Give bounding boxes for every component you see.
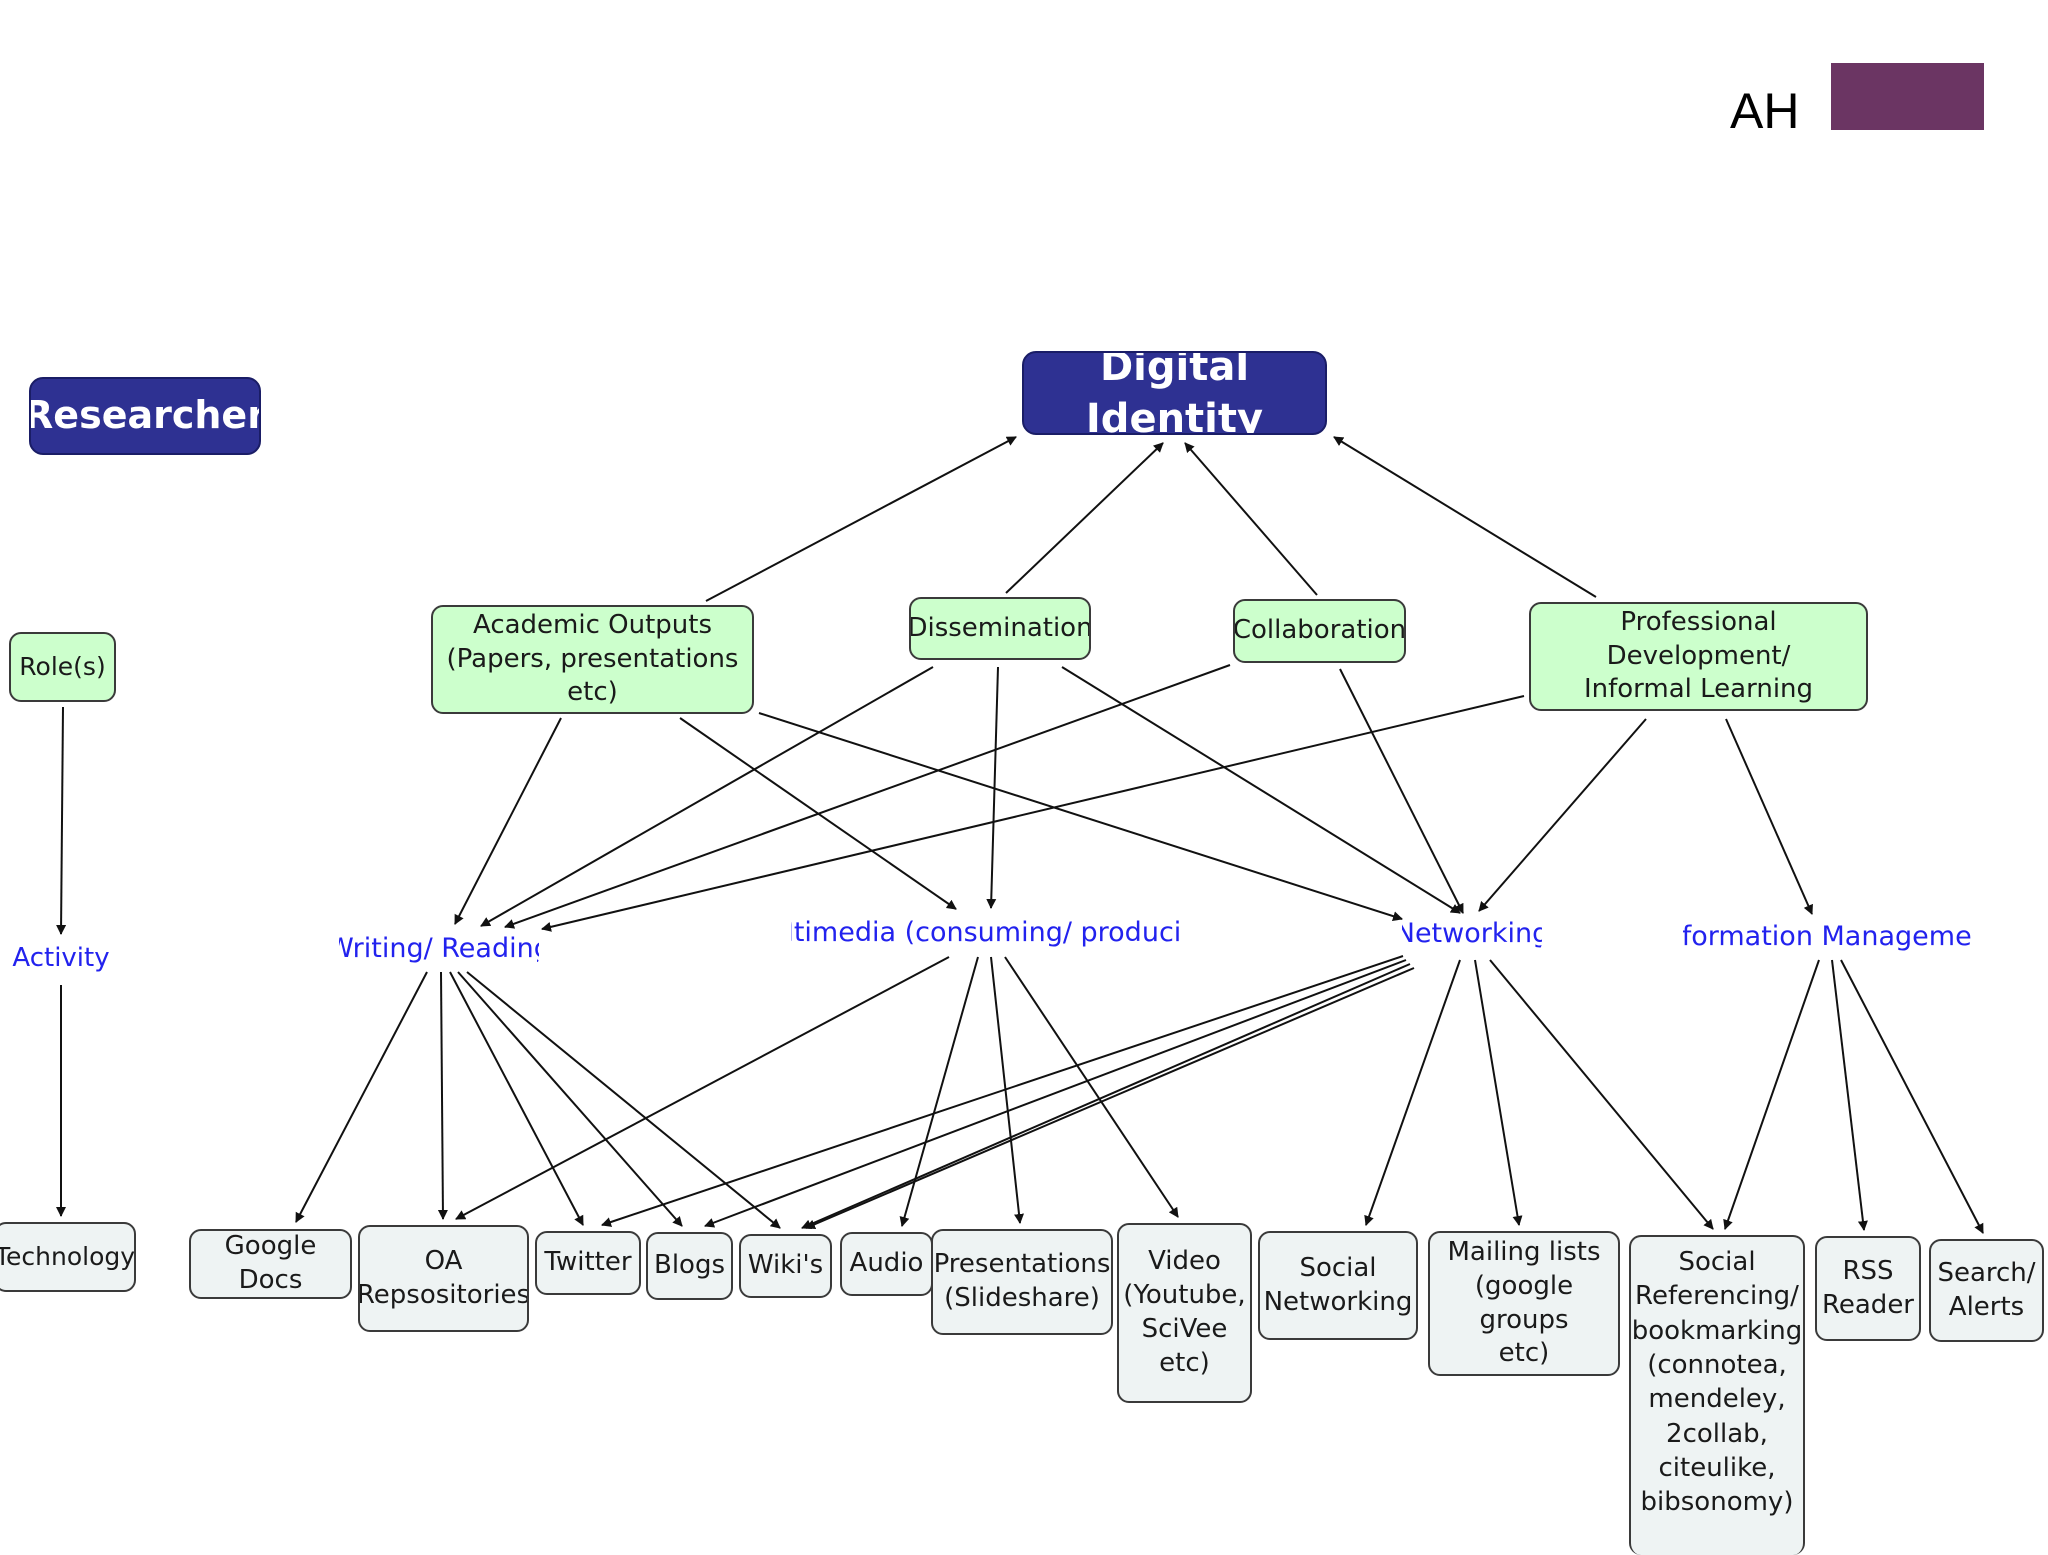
tech-google-docs: Google Docs <box>189 1229 352 1299</box>
legend-technology: Technology <box>0 1222 136 1292</box>
link-multimedia-to-audio <box>899 956 979 1227</box>
tech-blogs: Blogs <box>646 1232 733 1300</box>
tech-mailing-lists: Mailing lists (google groups etc) <box>1428 1231 1620 1376</box>
role-collaboration: Collaboration <box>1233 599 1406 663</box>
role-dissemination: Dissemination <box>909 597 1091 660</box>
link-collaboration-to-writing <box>504 664 1231 929</box>
legend-roles: Role(s) <box>9 632 116 702</box>
link-multimedia-to-oa <box>455 956 950 1220</box>
role-academic-outputs: Academic Outputs (Papers, presentations … <box>431 605 754 714</box>
link-networking-to-mailing-lists <box>1474 959 1523 1226</box>
link-information-to-rss <box>1831 959 1868 1231</box>
link-academic-to-writing <box>454 717 562 925</box>
tech-social-networking: Social Networking <box>1258 1231 1418 1340</box>
tech-presentations: Presentations (Slideshare) <box>931 1229 1113 1335</box>
tech-video: Video (Youtube, SciVee etc) <box>1117 1223 1252 1403</box>
link-writing-to-twitter <box>449 971 584 1226</box>
tech-rss-reader: RSS Reader <box>1815 1236 1921 1341</box>
legend-activity: Activity <box>12 943 110 974</box>
link-academic-to-identity <box>705 436 1017 602</box>
digital-identity-node: Digital Identity <box>1022 351 1327 435</box>
link-dissemination-to-networking <box>1061 666 1461 914</box>
author-initials: AH <box>1730 83 1800 139</box>
activity-multimedia: Multimedia (consuming/ producing) <box>791 917 1181 949</box>
link-networking-to-twitter <box>601 955 1404 1227</box>
link-networking-to-social-referencing <box>1489 959 1714 1230</box>
link-legend-roles-to-activity <box>56 706 67 935</box>
link-networking-to-blogs <box>704 959 1407 1228</box>
link-dissemination-to-writing <box>480 666 934 927</box>
link-networking-to-social-networking <box>1364 959 1461 1226</box>
link-academic-to-networking <box>758 712 1403 922</box>
link-collaboration-to-networking <box>1339 668 1464 914</box>
link-information-to-social-referencing <box>1723 959 1820 1230</box>
link-writing-to-google-docs <box>295 971 428 1223</box>
link-dissemination-to-identity <box>1005 442 1164 594</box>
link-professional-to-writing <box>541 695 1525 932</box>
tech-wikis: Wiki's <box>739 1234 832 1298</box>
tech-audio: Audio <box>840 1232 933 1296</box>
link-networking-to-wikis-2 <box>805 967 1415 1230</box>
tech-social-referencing: Social Referencing/ bookmarking (connote… <box>1629 1235 1805 1555</box>
link-collaboration-to-identity <box>1184 442 1318 596</box>
link-professional-to-networking <box>1478 718 1647 912</box>
link-writing-to-oa <box>437 971 448 1220</box>
activity-networking: Networking <box>1402 918 1542 950</box>
link-dissemination-to-multimedia <box>986 666 999 909</box>
link-professional-to-information <box>1725 718 1813 915</box>
link-multimedia-to-video <box>1004 956 1179 1218</box>
link-writing-to-blogs <box>457 971 683 1227</box>
tech-twitter: Twitter <box>535 1231 641 1295</box>
role-professional-development: Professional Development/ Informal Learn… <box>1529 602 1868 711</box>
link-writing-to-wikis <box>466 971 781 1229</box>
accent-block <box>1831 63 1984 130</box>
activity-writing-reading: Writing/ Reading <box>339 933 539 965</box>
link-professional-to-identity <box>1333 436 1597 598</box>
activity-information-management: Information Management <box>1683 921 1973 953</box>
link-networking-to-wikis <box>801 963 1411 1230</box>
link-information-to-search <box>1840 959 1984 1234</box>
legend-researcher: Researcher <box>29 377 261 455</box>
tech-search-alerts: Search/ Alerts <box>1929 1239 2044 1342</box>
tech-oa-repositories: OA Repsositories <box>358 1225 529 1332</box>
